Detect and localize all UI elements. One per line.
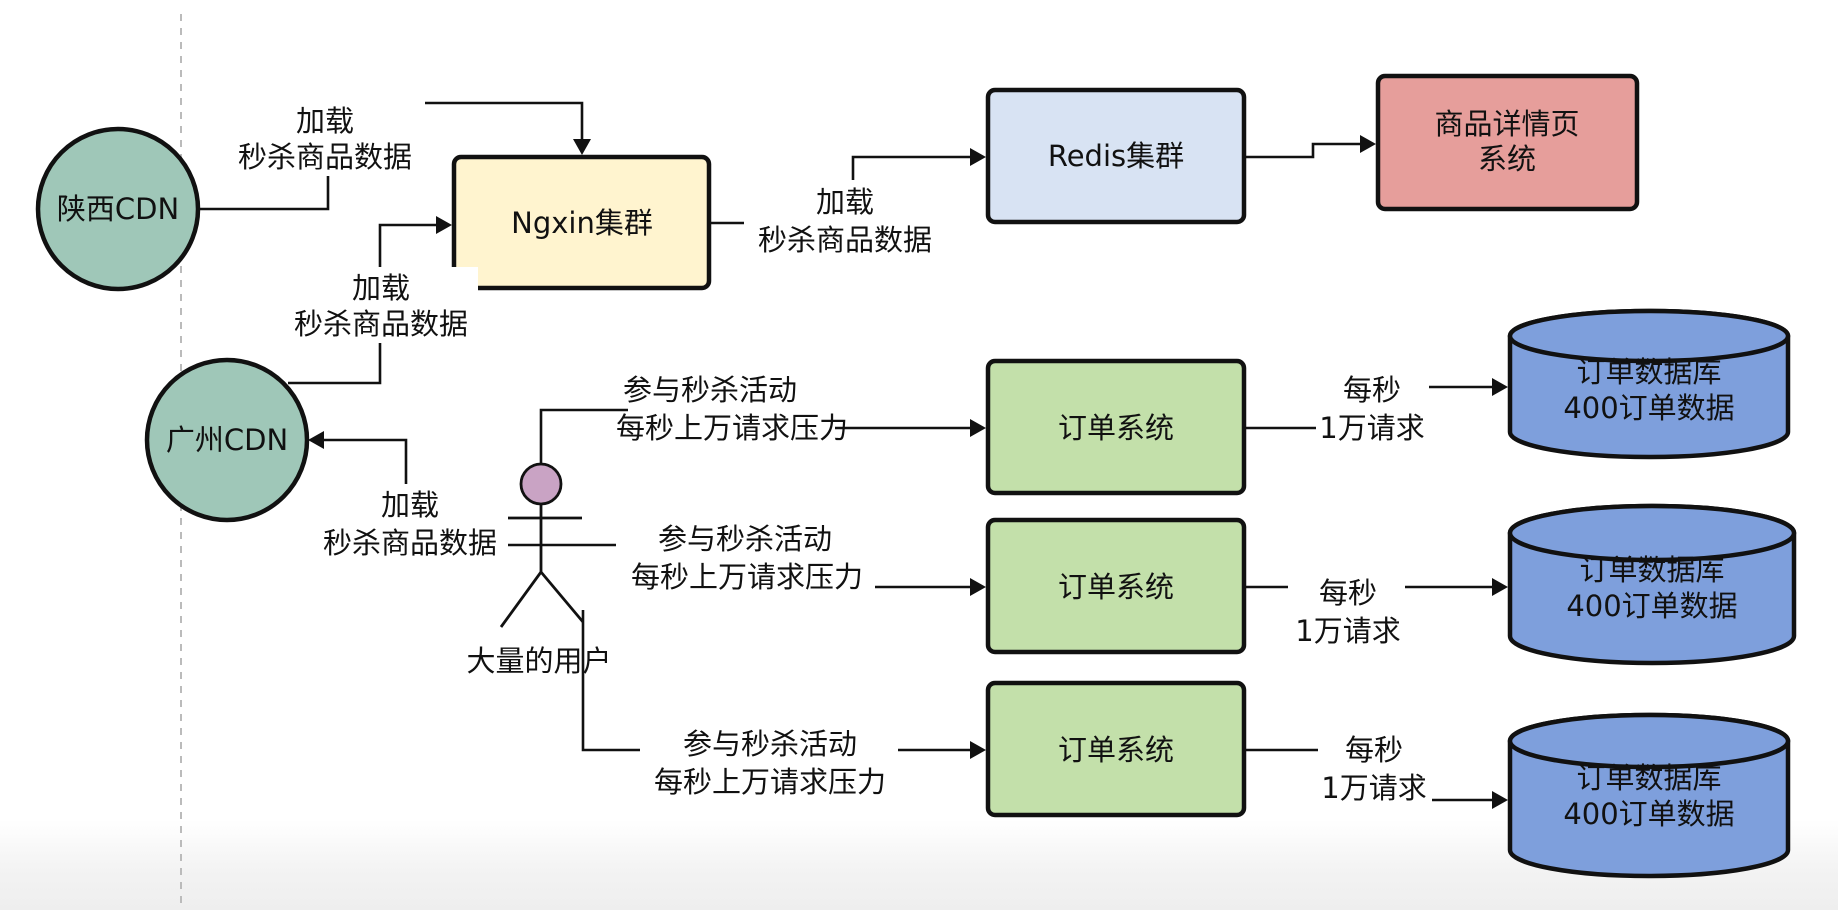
edge-order-1-db-label-line1: 每秒 [1343,373,1401,407]
edge-order-2-db-label-line2: 1万请求 [1295,614,1400,648]
shaanxi-cdn-label: 陕西CDN [57,192,179,226]
user-body-icon [499,504,585,628]
edge-shaanxi-label-line1: 加载 [296,104,354,138]
order-system-3-box [985,680,1247,818]
user-head-icon [519,462,563,506]
edge-shaanxi-to-nginx [199,168,330,211]
order-system-1-label: 订单系统 [1058,411,1174,445]
edge-nginx-redis-label-line2: 秒杀商品数据 [758,223,932,257]
node-order-db-2[interactable]: 订单数据库 400订单数据 [1507,503,1797,666]
nginx-box [451,154,712,291]
product-detail-label-line1: 商品详情页 [1434,107,1579,141]
edge-users-to-order-1 [539,408,972,466]
order-db-1-label-line1: 订单数据库 [1576,355,1721,389]
node-order-system-1[interactable]: 订单系统 [985,358,1247,496]
edge-guangzhou-nginx-label-line1: 加载 [352,271,410,305]
node-guangzhou-cdn[interactable]: 广州CDN [144,357,310,523]
arrowhead-nginx-top [573,139,591,155]
node-product-detail[interactable]: 商品详情页 系统 [1375,73,1640,212]
arrowhead-db-1 [1492,378,1508,396]
edge-order-1-to-db-1 [1244,385,1494,430]
edge-redis-to-product [1244,142,1362,159]
edge-users-guangzhou-label-line2: 秒杀商品数据 [323,526,497,560]
label-bg [225,100,425,176]
order-system-1-box [985,358,1247,496]
arrowhead-db-2 [1492,578,1508,596]
node-order-system-2[interactable]: 订单系统 [985,517,1247,655]
node-shaanxi-cdn[interactable]: 陕西CDN [35,126,201,292]
arrowhead-order-3 [970,741,986,759]
node-order-db-1[interactable]: 订单数据库 400订单数据 [1507,308,1791,460]
order-db-2-label-line1: 订单数据库 [1579,553,1724,587]
arrowhead-db-3 [1492,791,1508,809]
guangzhou-cdn-label: 广州CDN [166,423,288,457]
arrowhead-redis [970,148,986,166]
edge-order-2-db-label-line1: 每秒 [1319,576,1377,610]
node-order-db-3[interactable]: 订单数据库 400订单数据 [1507,712,1791,879]
order-db-2-top [1507,503,1797,563]
nodes: 陕西CDN 广州CDN Ngxin集群 Redis集群 商品详情页 系统 订单系… [35,73,1797,879]
edge-users-to-order-3 [581,610,972,752]
order-system-2-box [985,517,1247,655]
edge-order-3-db-label-line1: 每秒 [1345,733,1403,767]
order-db-1-label-line2: 400订单数据 [1563,391,1734,425]
edge-users-order-1-label-line2: 每秒上万请求压力 [616,411,848,445]
users-label: 大量的用户 [466,644,611,678]
order-db-1-top [1507,308,1791,364]
order-system-2-label: 订单系统 [1058,570,1174,604]
redis-box [985,87,1247,225]
edge-labels: 加载 秒杀商品数据 加载 秒杀商品数据 加载 秒杀商品数据 加载 秒杀商品数据 … [225,100,1427,805]
edge-users-order-2-label-line2: 每秒上万请求压力 [631,560,863,594]
label-bg [744,180,944,258]
edge-shaanxi-label-line2: 秒杀商品数据 [238,140,412,174]
product-detail-label-line2: 系统 [1478,142,1536,176]
arrowhead-guangzhou [308,431,324,449]
redis-label: Redis集群 [1048,139,1184,173]
node-users-actor[interactable]: 大量的用户 [466,462,612,678]
guangzhou-cdn-circle [144,357,310,523]
edge-order-3-to-db-3 [1244,748,1494,802]
arrowhead-nginx-left [436,216,452,234]
edge-users-order-1-label-line1: 参与秒杀活动 [623,373,797,407]
nginx-label: Ngxin集群 [511,206,653,240]
order-db-3-label-line1: 订单数据库 [1576,761,1721,795]
order-db-3-label-line2: 400订单数据 [1563,797,1734,831]
label-bg [308,484,508,560]
edge-users-order-3-label-line2: 每秒上万请求压力 [654,765,886,799]
arrowhead-order-1 [970,419,986,437]
node-redis-cluster[interactable]: Redis集群 [985,87,1247,225]
arrowhead-order-2 [970,578,986,596]
edge-users-order-2-label-line1: 参与秒杀活动 [658,522,832,556]
shaanxi-cdn-circle [35,126,201,292]
edge-users-guangzhou-label-line1: 加载 [381,488,439,522]
edge-order-1-db-label-line2: 1万请求 [1319,411,1424,445]
product-detail-box [1375,73,1640,212]
node-order-system-3[interactable]: 订单系统 [985,680,1247,818]
arrowhead-product [1360,135,1376,153]
edge-users-order-3-label-line1: 参与秒杀活动 [683,727,857,761]
label-bg [282,267,478,343]
edge-nginx-redis-label-line1: 加载 [816,185,874,219]
edge-order-3-db-label-line2: 1万请求 [1321,771,1426,805]
order-db-2-label-line2: 400订单数据 [1566,589,1737,623]
edge-guangzhou-nginx-label-line2: 秒杀商品数据 [294,307,468,341]
node-nginx-cluster[interactable]: Ngxin集群 [451,154,712,291]
order-db-3-top [1507,712,1791,770]
edge-nginx-top-input [422,101,584,145]
order-system-3-label: 订单系统 [1058,733,1174,767]
